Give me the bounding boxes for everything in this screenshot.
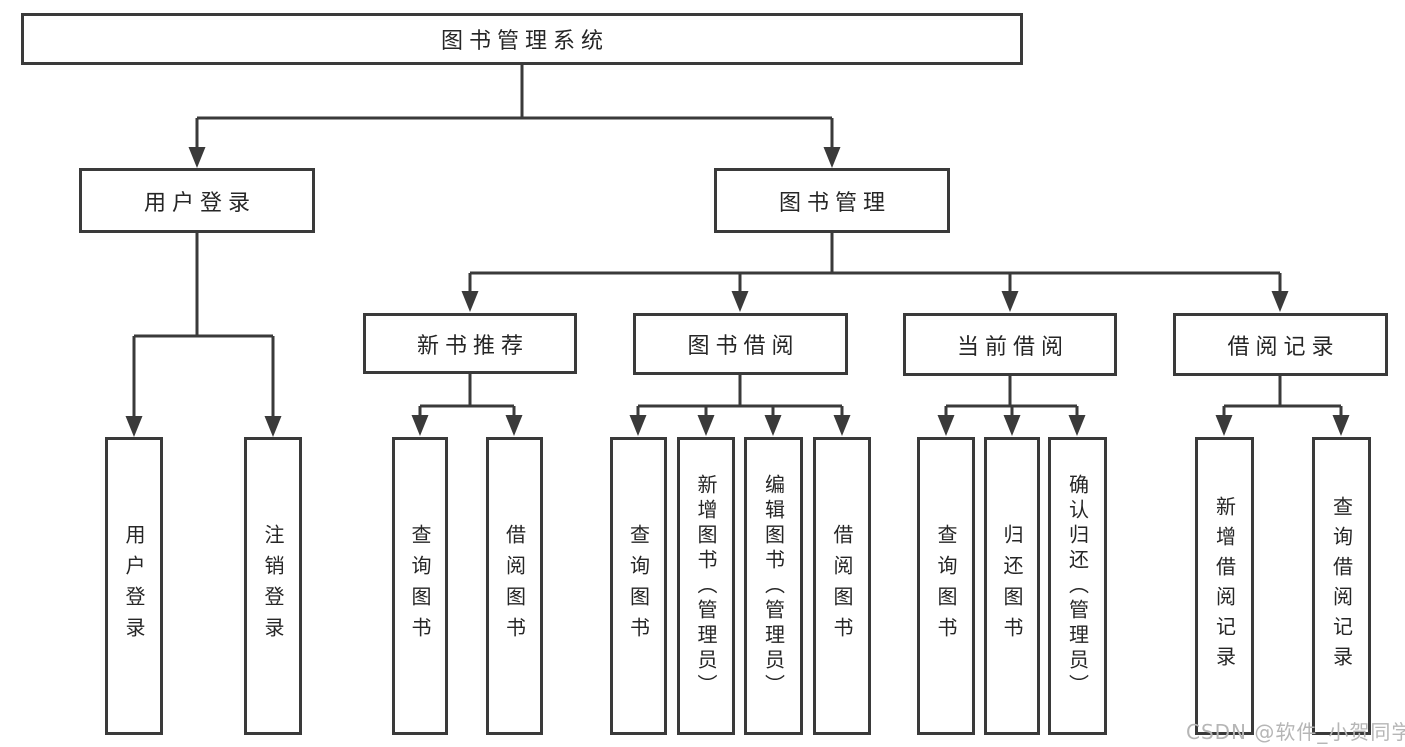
edges-new-book-recommend-children — [411, 374, 523, 436]
leaf-record-query-borrow-record: 查询借阅记录 — [1312, 437, 1371, 735]
edge-line — [468, 233, 1282, 301]
leaf-recommend-query-book: 查询图书 — [392, 437, 448, 735]
node-current-borrow: 当前借阅 — [903, 313, 1117, 376]
arrowheads-down — [411, 415, 523, 436]
edges-root-to-level2 — [188, 65, 841, 168]
leaf-record-add-borrow-record: 新增借阅记录 — [1195, 437, 1254, 735]
edges-borrow-record-children — [1215, 376, 1350, 436]
csdn-watermark: CSDN @软件_小贺同学 — [1186, 720, 1405, 744]
leaf-borrow-edit-book-admin: 编辑图书（管理员） — [744, 437, 803, 735]
arrowheads-down — [1215, 415, 1350, 436]
edges-book-management-children — [461, 233, 1289, 312]
arrowheads-down — [937, 415, 1086, 436]
edge-line — [195, 65, 834, 156]
edges-book-borrow-children — [629, 375, 851, 436]
edges-current-borrow-children — [937, 376, 1086, 436]
edges-user-login-children — [125, 233, 282, 437]
node-root: 图书管理系统 — [21, 13, 1023, 65]
leaf-current-return-book: 归还图书 — [984, 437, 1040, 735]
node-book-management: 图书管理 — [714, 168, 950, 233]
leaf-current-confirm-return-admin: 确认归还（管理员） — [1048, 437, 1107, 735]
leaf-current-query-book: 查询图书 — [917, 437, 975, 735]
arrowheads-down — [125, 416, 282, 437]
edge-line — [636, 375, 844, 425]
node-book-borrow: 图书借阅 — [633, 313, 848, 375]
node-new-book-recommend: 新书推荐 — [363, 313, 577, 374]
leaf-borrow-query-book: 查询图书 — [610, 437, 667, 735]
edge-line — [418, 374, 516, 425]
node-user-login: 用户登录 — [79, 168, 315, 233]
arrowheads-down — [461, 291, 1289, 312]
arrowheads-down — [629, 415, 851, 436]
edge-line — [1222, 376, 1343, 425]
leaf-user-login: 用户登录 — [105, 437, 163, 735]
leaf-borrow-borrow-book: 借阅图书 — [813, 437, 871, 735]
arrowheads-down — [188, 147, 841, 168]
edge-line — [132, 233, 275, 425]
node-borrow-record: 借阅记录 — [1173, 313, 1388, 376]
leaf-borrow-add-book-admin: 新增图书（管理员） — [677, 437, 735, 735]
leaf-logout: 注销登录 — [244, 437, 302, 735]
leaf-recommend-borrow-book: 借阅图书 — [486, 437, 543, 735]
